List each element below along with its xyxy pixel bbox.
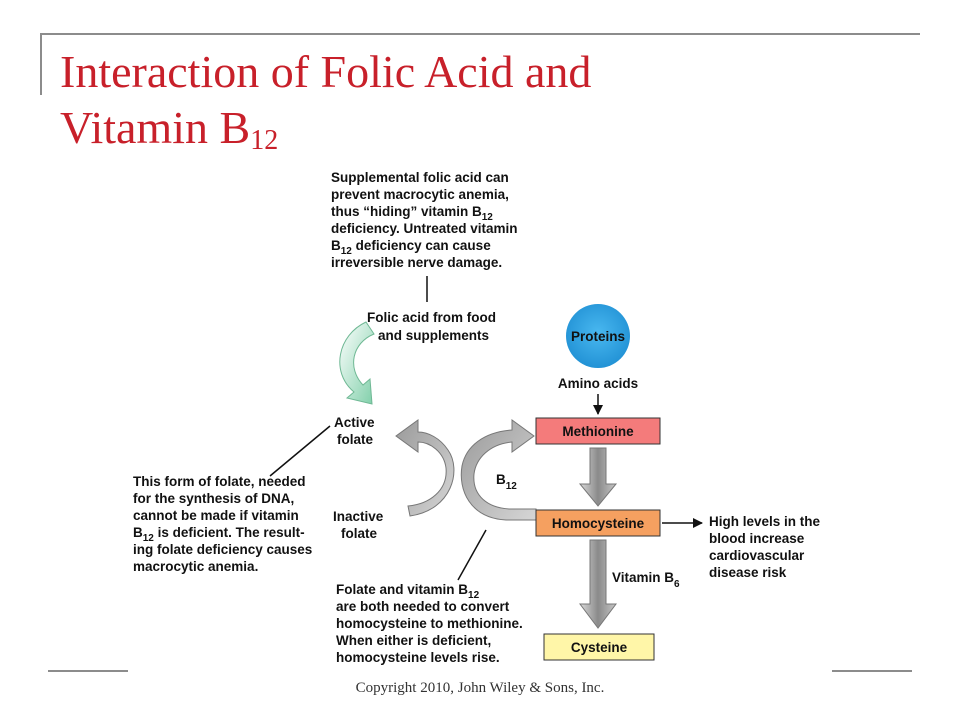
risk-note-line1: High levels in the <box>709 514 821 529</box>
homocysteine-label: Homocysteine <box>552 516 645 531</box>
leader-left <box>269 425 331 477</box>
note-bottom-line1: Folate and vitamin B12 <box>336 582 480 601</box>
risk-note-line2: blood increase <box>709 531 805 546</box>
active-folate-line1: Active <box>334 415 375 430</box>
note-bottom-line5: homocysteine levels rise. <box>336 650 500 665</box>
note-top-line3: thus “hiding” vitamin B12 <box>331 204 493 223</box>
note-left-line5: ing folate deficiency causes <box>133 542 312 557</box>
methionine-box <box>535 417 661 445</box>
risk-note: High levels in the blood increase cardio… <box>709 514 821 580</box>
vitamin-b6-label: Vitamin B6 <box>612 570 680 590</box>
slide-title: Interaction of Folic Acid and Vitamin B1… <box>60 44 820 156</box>
risk-note-line3: cardiovascular <box>709 548 805 563</box>
cysteine-label: Cysteine <box>571 640 628 655</box>
frame-line-left <box>40 33 42 95</box>
folic-source-line1: Folic acid from food <box>367 310 496 325</box>
folate-arc-right <box>460 419 537 521</box>
note-left: This form of folate, needed for the synt… <box>133 474 312 574</box>
risk-note-line4: disease risk <box>709 565 787 580</box>
note-top-line1: Supplemental folic acid can <box>331 170 509 185</box>
note-top-line6: irreversible nerve damage. <box>331 255 502 270</box>
note-left-line2: for the synthesis of DNA, <box>133 491 294 506</box>
active-folate-line2: folate <box>337 432 373 447</box>
b12-label: B12 <box>496 472 517 492</box>
frame-line-bottom-right <box>832 670 912 672</box>
homocysteine-box <box>535 509 661 537</box>
title-line1: Interaction of Folic Acid and <box>60 46 592 97</box>
inactive-folate-line2: folate <box>341 526 377 541</box>
note-bottom-line2: are both needed to convert <box>336 599 510 614</box>
note-bottom-line3: homocysteine to methionine. <box>336 616 523 631</box>
note-top-line5: B12 deficiency can cause <box>331 238 491 257</box>
note-left-line3: cannot be made if vitamin <box>133 508 299 523</box>
methionine-homocysteine-arrow <box>578 447 618 507</box>
leader-bottom <box>457 529 487 581</box>
title-line2: Vitamin B <box>60 102 251 153</box>
note-top-line2: prevent macrocytic anemia, <box>331 187 509 202</box>
title-subscript: 12 <box>250 125 279 156</box>
homocysteine-cysteine-arrow <box>579 539 617 629</box>
copyright-footer: Copyright 2010, John Wiley & Sons, Inc. <box>355 680 605 696</box>
note-left-line4: B12 is deficient. The result- <box>133 525 305 544</box>
methionine-label: Methionine <box>562 424 634 439</box>
note-bottom-line4: When either is deficient, <box>336 633 491 648</box>
inactive-folate-line1: Inactive <box>333 509 384 524</box>
proteins-node <box>566 304 630 368</box>
note-left-line1: This form of folate, needed <box>133 474 306 489</box>
frame-line-top <box>40 33 920 35</box>
amino-acids-label: Amino acids <box>558 376 638 391</box>
note-top-line4: deficiency. Untreated vitamin <box>331 221 518 236</box>
note-top: Supplemental folic acid can prevent macr… <box>331 170 518 270</box>
proteins-label: Proteins <box>571 329 625 344</box>
folate-arc-left <box>395 419 455 517</box>
frame-line-bottom-left <box>48 670 128 672</box>
note-left-line6: macrocytic anemia. <box>133 559 258 574</box>
folic-acid-arrow <box>339 321 375 405</box>
folic-source-line2: and supplements <box>378 328 489 343</box>
note-bottom: Folate and vitamin B12 are both needed t… <box>336 582 523 665</box>
cysteine-box <box>543 633 655 661</box>
